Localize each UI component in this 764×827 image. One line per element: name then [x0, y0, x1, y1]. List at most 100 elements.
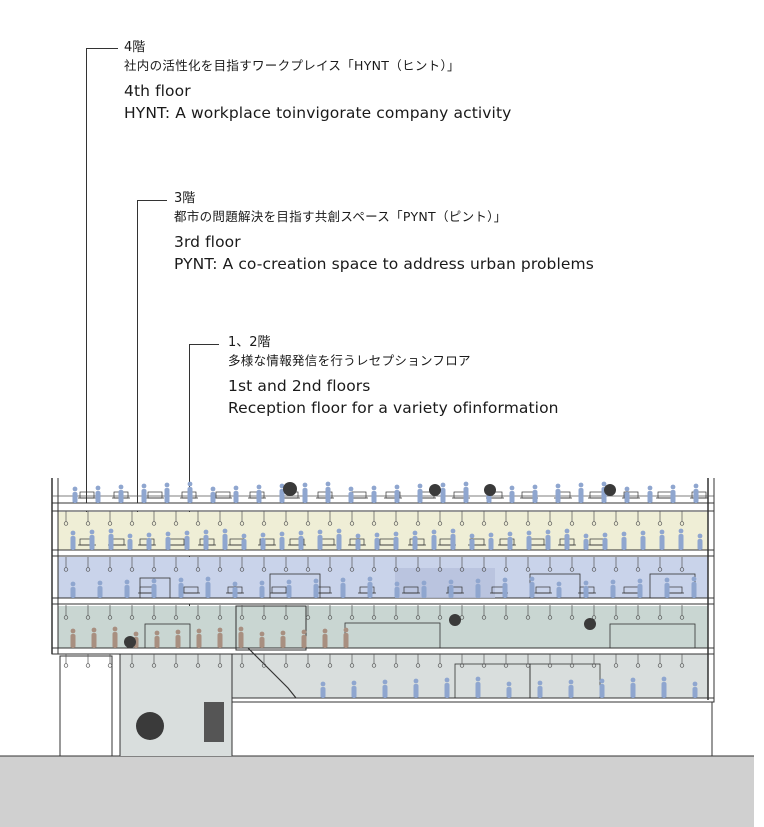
pendant-light-bulb [85, 663, 91, 668]
plants [124, 482, 616, 740]
label-3f: 3階 都市の問題解決を目指す共創スペース「PYNT（ピント）」 3rd floo… [174, 191, 594, 275]
person-head [475, 578, 481, 584]
basement-stair [204, 702, 224, 742]
person-head [661, 676, 667, 682]
person-head [664, 577, 670, 583]
person-head [568, 679, 574, 685]
person-head [564, 528, 570, 534]
person-head [108, 528, 114, 534]
basement-wall [59, 655, 113, 757]
label-4f-jp-floor: 4階 [124, 40, 146, 55]
pendant-light-bulb [437, 521, 443, 526]
pendant-light-bulb [349, 615, 355, 620]
person-body [336, 534, 342, 550]
pendant-light-bulb [415, 521, 421, 526]
person-body [91, 633, 97, 648]
person-head [463, 481, 469, 487]
pendant-light-bulb [569, 663, 575, 668]
person-head [146, 532, 152, 538]
pendant-light-bulb [393, 615, 399, 620]
pendant-light-bulb [613, 567, 619, 572]
pendant-light-bulb [569, 521, 575, 526]
person-head [184, 530, 190, 536]
desk-monitor [351, 491, 367, 499]
leader-3f-horizontal [137, 200, 167, 201]
pendant-light-bulb [415, 663, 421, 668]
pendant-light-bulb [503, 615, 509, 620]
pendant-light-bulb [217, 521, 223, 526]
person-body [233, 491, 239, 503]
pendant-light-bulb [107, 521, 113, 526]
pendant-light-bulb [261, 615, 267, 620]
leader-4f-vertical [86, 48, 87, 525]
person-head [630, 677, 636, 683]
person-head [210, 486, 216, 492]
person-head [421, 580, 427, 586]
pendant-light-bulb [63, 615, 69, 620]
pendant-light-bulb [283, 567, 289, 572]
person-body [72, 492, 78, 503]
person-body [564, 534, 570, 550]
leader-12f-horizontal [189, 344, 219, 345]
pendant-light-bulb [481, 567, 487, 572]
person-body [108, 534, 114, 550]
person-body [374, 538, 380, 550]
person-head [233, 485, 239, 491]
label-3f-jp-floor: 3階 [174, 191, 196, 206]
pendant-light-bulb [547, 615, 553, 620]
pendant-light-bulb [657, 663, 663, 668]
person-body [259, 586, 265, 598]
person-head [374, 532, 380, 538]
person-head [313, 578, 319, 584]
pendant-light-bulb [305, 567, 311, 572]
pendant-light-bulb [679, 567, 685, 572]
person-head [659, 529, 665, 535]
person-body [692, 687, 698, 698]
person-head [545, 529, 551, 535]
person-head [151, 578, 157, 584]
person-head [532, 484, 538, 490]
leader-3f-vertical [137, 200, 138, 525]
person-body [529, 582, 535, 598]
person-head [583, 580, 589, 586]
pendant-light-bulb [129, 567, 135, 572]
pendant-light-bulb [261, 567, 267, 572]
pendant-light-bulb [327, 615, 333, 620]
pendant-light-bulb [591, 615, 597, 620]
pendant-light-bulb [459, 567, 465, 572]
pendant-light-bulb [437, 615, 443, 620]
person-body [184, 536, 190, 550]
pendant-light-bulb [85, 567, 91, 572]
pendant-light-bulb [261, 521, 267, 526]
pendant-light-bulb [547, 521, 553, 526]
person-head [475, 676, 481, 682]
person-head [367, 576, 373, 582]
person-head [205, 576, 211, 582]
person-head [670, 484, 676, 490]
person-head [154, 630, 160, 636]
person-head [578, 482, 584, 488]
person-head [602, 532, 608, 538]
person-head [302, 482, 308, 488]
label-12f-en-floor: 1st and 2nd floors [228, 377, 371, 395]
pendant-light-bulb [437, 567, 443, 572]
person-body [412, 536, 418, 550]
pendant-light-bulb [305, 663, 311, 668]
person-body [298, 536, 304, 550]
slab-2f [51, 647, 715, 655]
label-4f-en-desc: HYNT: A workplace toinvigorate company a… [124, 104, 512, 122]
person-body [178, 583, 184, 598]
person-head [340, 577, 346, 583]
person-head [280, 630, 286, 636]
pendant-light-bulb [85, 615, 91, 620]
person-body [280, 636, 286, 648]
pendant-light-bulb [173, 521, 179, 526]
person-body [367, 582, 373, 598]
person-head [371, 485, 377, 491]
person-body [693, 489, 699, 503]
person-body [340, 583, 346, 598]
person-body [203, 535, 209, 550]
person-head [259, 580, 265, 586]
person-head [241, 533, 247, 539]
person-body [526, 536, 532, 550]
